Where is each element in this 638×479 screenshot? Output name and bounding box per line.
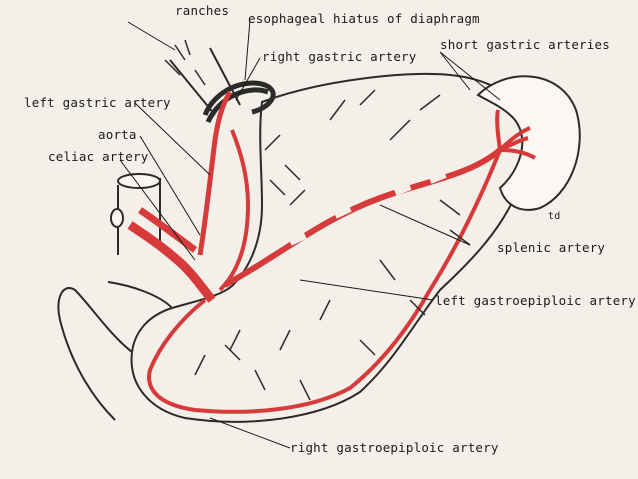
- duodenum: [57, 281, 173, 421]
- celiac-trunk: [127, 221, 216, 303]
- label-right-gastric-artery: right gastric artery: [262, 49, 417, 64]
- gastric-branches: [194, 89, 471, 401]
- label-celiac-artery: celiac artery: [48, 149, 149, 164]
- right-gastroepiploic-gaps: [152, 316, 178, 349]
- left-gastroepiploic-artery: [194, 149, 502, 414]
- leader-lines: [119, 19, 501, 449]
- esophageal-hiatus-ring: [202, 80, 276, 124]
- splenic-artery-gaps: [288, 170, 447, 246]
- aorta-top: [117, 173, 161, 189]
- right-gastroepiploic-artery: [147, 298, 207, 412]
- spleen: [476, 75, 581, 211]
- esophageal-branches: [164, 39, 206, 86]
- left-gastric-artery: [197, 90, 233, 256]
- artist-signature: td: [548, 211, 561, 222]
- label-splenic-artery: splenic artery: [497, 240, 606, 255]
- label-short-gastric-arteries: short gastric arteries: [440, 37, 610, 52]
- label-left-gastroepiploic-artery: left gastroepiploic artery: [435, 293, 636, 308]
- label-right-gastroepiploic-artery: right gastroepiploic artery: [290, 440, 499, 455]
- right-gastric-artery: [218, 129, 251, 292]
- label-left-gastric-artery: left gastric artery: [24, 95, 171, 110]
- label-branches: ranches: [175, 3, 230, 18]
- stomach-outline: [130, 72, 525, 423]
- splenic-artery: [223, 147, 502, 288]
- label-aorta: aorta: [98, 127, 137, 142]
- celiac-branch: [138, 207, 198, 253]
- label-esophageal-hiatus: esophageal hiatus of diaphragm: [248, 11, 480, 26]
- short-gastric-arteries: [495, 109, 537, 160]
- esophagus: [169, 47, 241, 116]
- vessel-stump: [110, 208, 124, 228]
